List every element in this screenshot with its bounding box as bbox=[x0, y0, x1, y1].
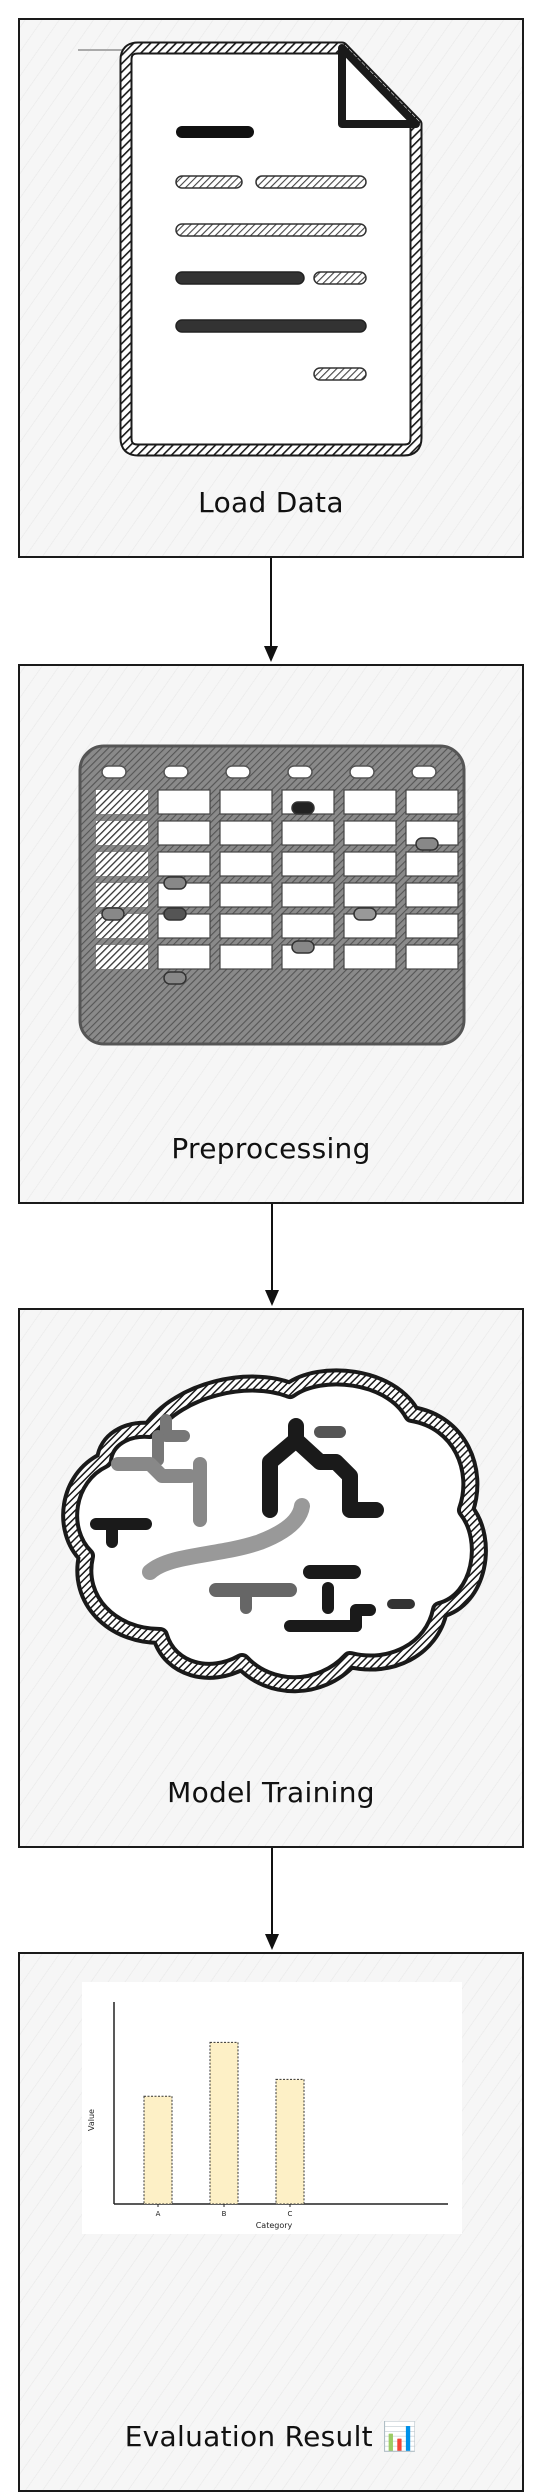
brain-icon bbox=[61, 1368, 488, 1694]
table-cell bbox=[343, 820, 397, 846]
table-cell bbox=[219, 820, 273, 846]
document-icon bbox=[78, 41, 423, 457]
step-label: Model Training bbox=[167, 1776, 375, 1809]
flow-arrow bbox=[265, 1848, 279, 1950]
table-icon bbox=[78, 744, 466, 1046]
table-cell bbox=[219, 944, 273, 970]
table-cell bbox=[281, 851, 335, 877]
table-cell bbox=[96, 790, 148, 814]
table-cell bbox=[405, 851, 459, 877]
table-cell bbox=[96, 821, 148, 845]
table-cell bbox=[96, 883, 148, 907]
x-axis-label: Category bbox=[256, 2221, 293, 2230]
step-card-load-data: Load Data bbox=[18, 18, 524, 558]
table-cell bbox=[157, 944, 211, 970]
table-cell bbox=[343, 882, 397, 908]
step-card-evaluation-result: A B C Category Value Evaluation Result 📊 bbox=[18, 1952, 524, 2492]
evaluation-bar-chart: A B C Category Value bbox=[87, 2002, 448, 2230]
table-cell bbox=[343, 789, 397, 815]
table-cell bbox=[96, 852, 148, 876]
table-cell bbox=[157, 789, 211, 815]
table-cell bbox=[219, 789, 273, 815]
flow-arrow bbox=[265, 1204, 279, 1306]
table-cell bbox=[281, 913, 335, 939]
step-label: Load Data bbox=[198, 486, 344, 519]
step-card-preprocessing: Preprocessing bbox=[18, 664, 524, 1204]
table-cell bbox=[96, 945, 148, 969]
bar-b bbox=[209, 2041, 239, 2205]
table-cell bbox=[281, 820, 335, 846]
table-cell bbox=[405, 882, 459, 908]
table-cell bbox=[219, 851, 273, 877]
bar-chart-icon: A B C Category Value bbox=[82, 1982, 462, 2234]
table-cell bbox=[405, 789, 459, 815]
y-axis-label: Value bbox=[87, 2109, 96, 2131]
x-tick-label: B bbox=[222, 2210, 227, 2218]
table-cell bbox=[157, 851, 211, 877]
table-cell bbox=[405, 944, 459, 970]
table-cell bbox=[281, 882, 335, 908]
x-tick-label: C bbox=[288, 2210, 293, 2218]
flow-arrow bbox=[264, 558, 278, 662]
table-cell bbox=[219, 882, 273, 908]
table-cell bbox=[343, 851, 397, 877]
bar-a bbox=[143, 2095, 173, 2205]
table-cell bbox=[157, 820, 211, 846]
x-tick-label: A bbox=[156, 2210, 161, 2218]
table-cell bbox=[405, 913, 459, 939]
step-label: Evaluation Result 📊 bbox=[124, 2420, 418, 2453]
table-cell bbox=[343, 944, 397, 970]
step-card-model-training: Model Training bbox=[18, 1308, 524, 1848]
bar-c bbox=[275, 2078, 305, 2205]
step-label: Preprocessing bbox=[171, 1132, 371, 1165]
table-cell bbox=[219, 913, 273, 939]
